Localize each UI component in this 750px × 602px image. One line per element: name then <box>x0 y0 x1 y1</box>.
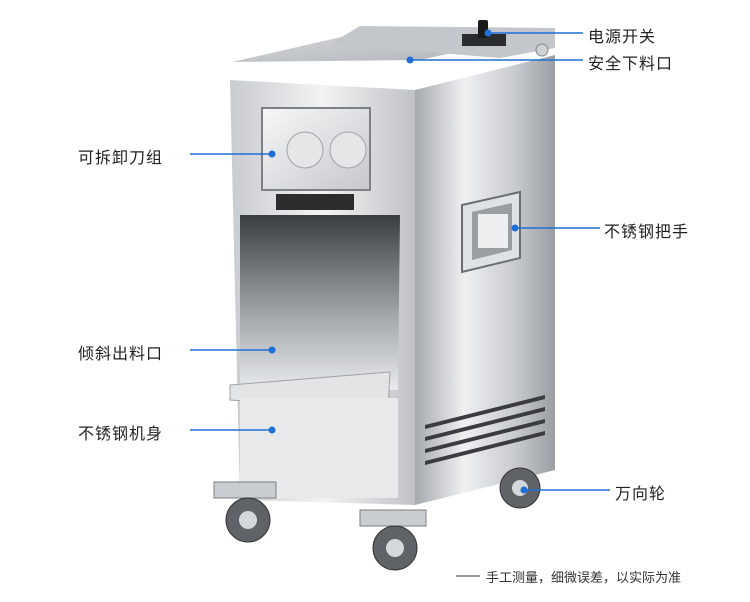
steel-handle <box>461 190 521 274</box>
switch-base <box>462 34 506 46</box>
blade-lock-bar <box>276 194 354 210</box>
blade-roller-left <box>286 131 324 169</box>
label-handle: 不锈钢把手 <box>604 222 690 241</box>
blade-roller-right <box>329 131 367 169</box>
footnote: 手工测量，细微误差，以实际为准 <box>486 571 682 586</box>
label-blade-set: 可拆卸刀组 <box>78 148 164 167</box>
indicator-cap <box>535 43 549 57</box>
label-safety-inlet: 安全下料口 <box>588 54 674 73</box>
side-panel <box>415 55 555 505</box>
label-power-switch: 电源开关 <box>588 27 657 46</box>
leader-dots <box>268 29 528 494</box>
vent-slots <box>425 395 545 465</box>
outlet-chute <box>240 215 400 390</box>
label-wheels: 万向轮 <box>615 484 667 503</box>
lower-body <box>240 398 398 498</box>
leader-lines <box>190 32 610 491</box>
label-outlet: 倾斜出料口 <box>78 344 164 363</box>
label-body: 不锈钢机身 <box>78 424 164 443</box>
